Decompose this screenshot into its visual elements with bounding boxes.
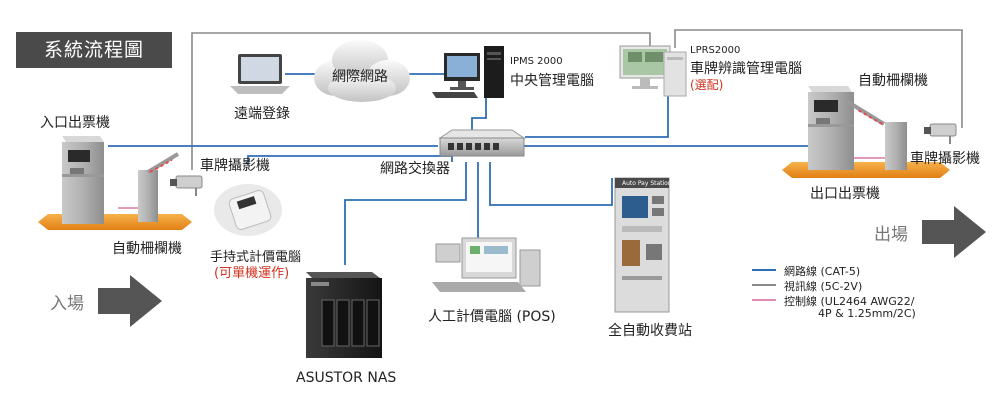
entry-barrier-label: 自動柵欄機 [112, 241, 182, 257]
entry-ticket-machine-icon [62, 136, 104, 224]
legend-item-video: 視訊線 (5C-2V) [784, 280, 863, 293]
net-line-ipms-switch [471, 98, 487, 130]
desktop-computer-icon [432, 46, 504, 98]
internet-cloud [314, 40, 410, 102]
ipms-name-label: 中央管理電腦 [510, 73, 594, 89]
entry-camera-label: 車牌攝影機 [200, 158, 270, 174]
lprs-model-label: LPRS2000 [690, 45, 741, 56]
net-line-nas [344, 162, 467, 265]
net-line-handheld [247, 155, 453, 165]
legend-item-control: 控制線 (UL2464 AWG22/ [784, 295, 915, 308]
exit-ticket-label: 出口出票機 [810, 186, 880, 202]
legend-item-control-spec: 4P & 1.25mm/2C) [818, 307, 916, 320]
nas-device-icon [306, 272, 382, 358]
entry-barrier-icon [138, 152, 180, 222]
net-line-lprs-switch [525, 95, 669, 138]
exit-barrier-label: 自動柵欄機 [858, 73, 928, 89]
exit-ticket-machine-icon [808, 86, 854, 170]
legend-item-network: 網路線 (CAT-5) [784, 265, 861, 278]
kiosk-label: 全自動收費站 [608, 323, 692, 339]
network-lines [108, 73, 810, 265]
handheld-name-label: 手持式計價電腦 [210, 250, 302, 265]
legend-lines [752, 269, 776, 301]
entry-camera-icon [170, 175, 203, 196]
exit-barrier-icon [846, 100, 907, 170]
switch-label: 網路交換器 [380, 161, 450, 177]
exit-arrow-icon [922, 206, 986, 258]
net-line-kiosk [489, 162, 613, 206]
lprs-note-label: (選配) [690, 78, 724, 92]
pos-terminal-icon [432, 237, 541, 292]
video-line-right [674, 29, 963, 128]
kiosk-screen-label: Auto Pay Station [622, 180, 672, 187]
laptop-icon [230, 54, 290, 94]
diagram-title: 系統流程圖 [16, 32, 172, 68]
entry-arrow-label: 入場 [50, 294, 84, 314]
exit-camera-icon [924, 123, 957, 144]
handheld-note-label: (可單機運作) [214, 266, 290, 281]
exit-arrow-label: 出場 [874, 225, 908, 245]
internet-label: 網際網路 [332, 69, 388, 85]
handheld-device-icon [214, 184, 282, 236]
video-lines [191, 29, 963, 170]
pos-label: 人工計價電腦 (POS) [428, 309, 556, 325]
lprs-name-label: 車牌辨識管理電腦 [690, 61, 802, 77]
ipms-model-label: IPMS 2000 [510, 56, 563, 67]
entry-ticket-label: 入口出票機 [40, 115, 110, 131]
entry-platform [38, 214, 192, 230]
kiosk-icon [614, 177, 670, 313]
nas-label: ASUSTOR NAS [296, 370, 397, 386]
remote-login-label: 遠端登錄 [234, 106, 290, 122]
lprs-computer-icon [619, 45, 687, 97]
exit-camera-label: 車牌攝影機 [910, 151, 980, 167]
video-line-left [191, 32, 651, 170]
entry-arrow-icon [98, 275, 162, 327]
network-switch-icon [438, 129, 526, 157]
